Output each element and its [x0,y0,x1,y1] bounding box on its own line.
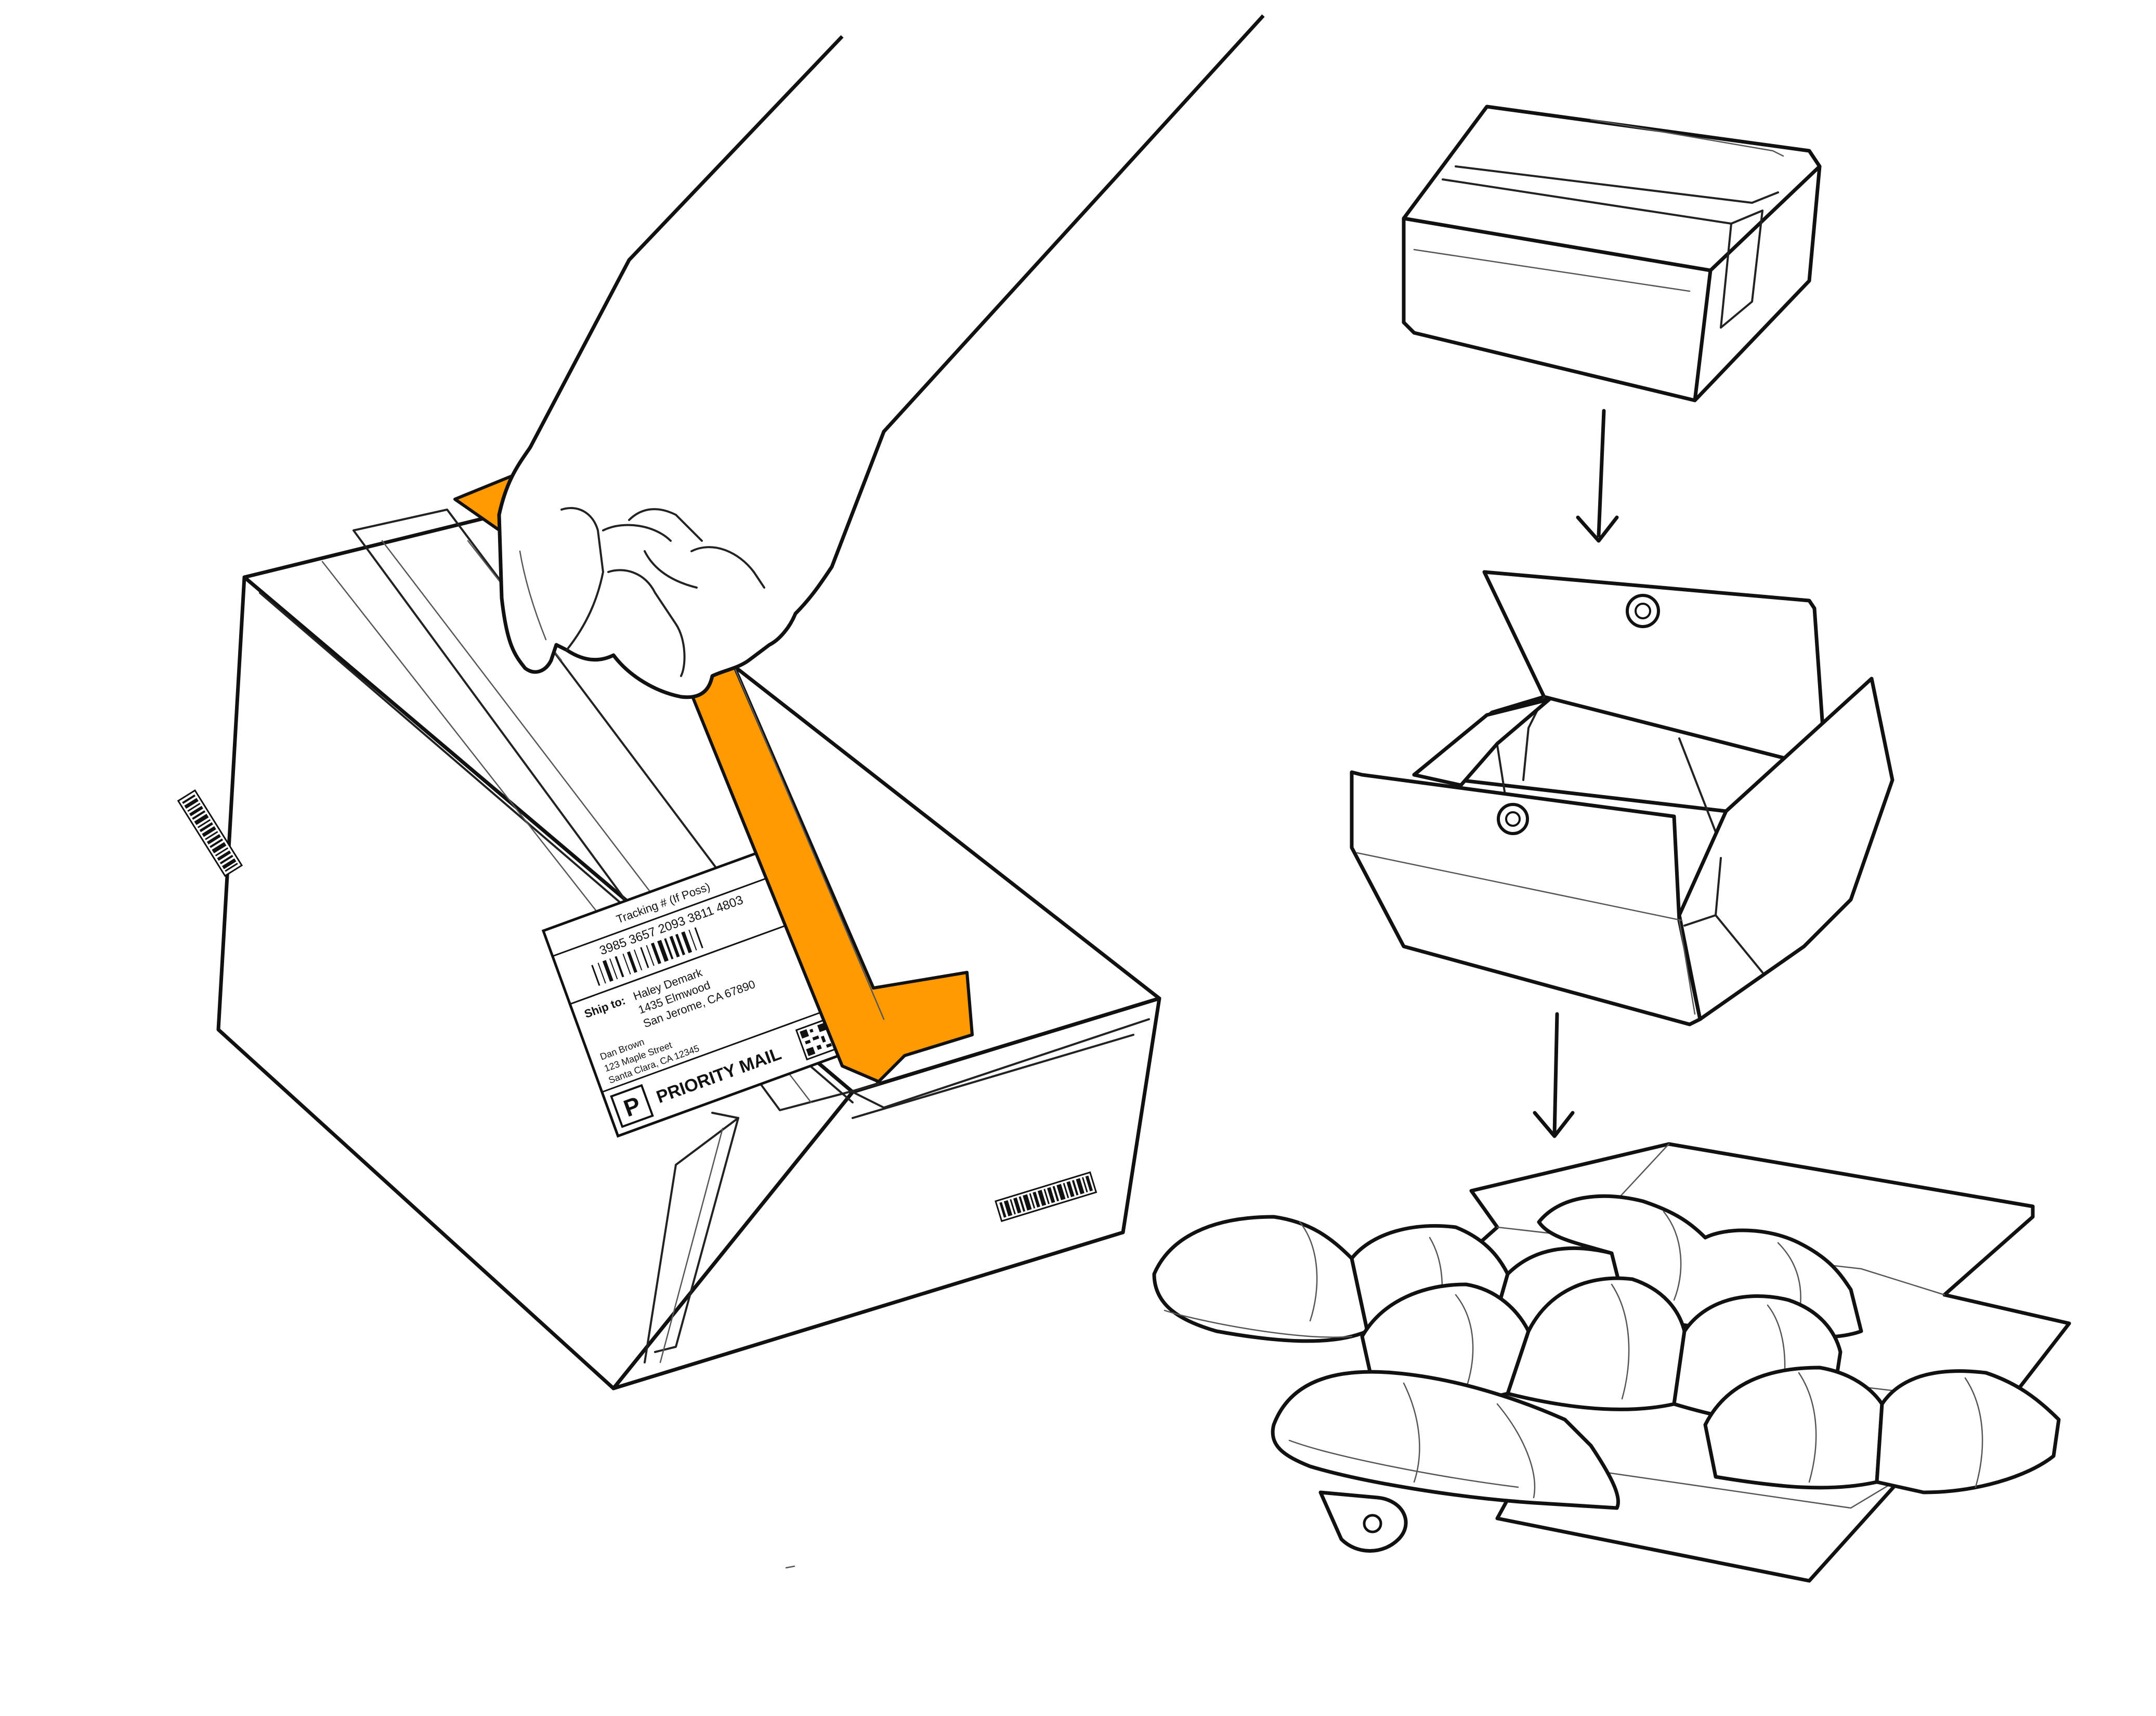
unfolded-liner-with-ice-packs [1152,1142,2071,1583]
hand-icon [497,14,1265,699]
barcode-bar [657,940,669,962]
barcode-bar [688,929,697,951]
barcode-bar [602,960,613,982]
barcode-bar [615,956,624,978]
qr-code-icon [795,1018,838,1061]
barcode-icon [177,789,243,877]
priority-code-box [610,1084,654,1128]
barcode-bar [664,938,674,959]
barcode-bar [681,931,692,953]
closed-box [1402,105,1822,402]
opened-box [1350,570,1894,1026]
snap-button-icon [1497,803,1529,835]
barcode-icon [995,1171,1097,1223]
barcode-bar [640,947,649,968]
barcode-bar [646,945,655,966]
barcode-bar [634,950,643,971]
barcode-bar [597,963,606,984]
barcode-icon [589,903,768,988]
barcode-bar [694,927,703,948]
shipping-label: Tracking # (If Poss) 3985 3657 2093 3811… [541,846,850,1138]
ice-pack-tab-hole [1363,1514,1382,1533]
box-end-face [611,996,1161,1390]
barcode-bar [626,951,637,973]
barcode-bar [609,958,618,980]
snap-button-icon [1626,594,1660,628]
barcode-bar [669,935,680,958]
ice-pack-row-bottom [1271,1366,2061,1553]
arrow-down-icon [1533,1012,1575,1138]
arrow-down-icon [1576,409,1619,543]
barcode-bar [650,942,661,965]
barcode-bar [622,953,631,975]
barcode-bar [591,965,600,986]
barcode-bar [675,933,685,956]
